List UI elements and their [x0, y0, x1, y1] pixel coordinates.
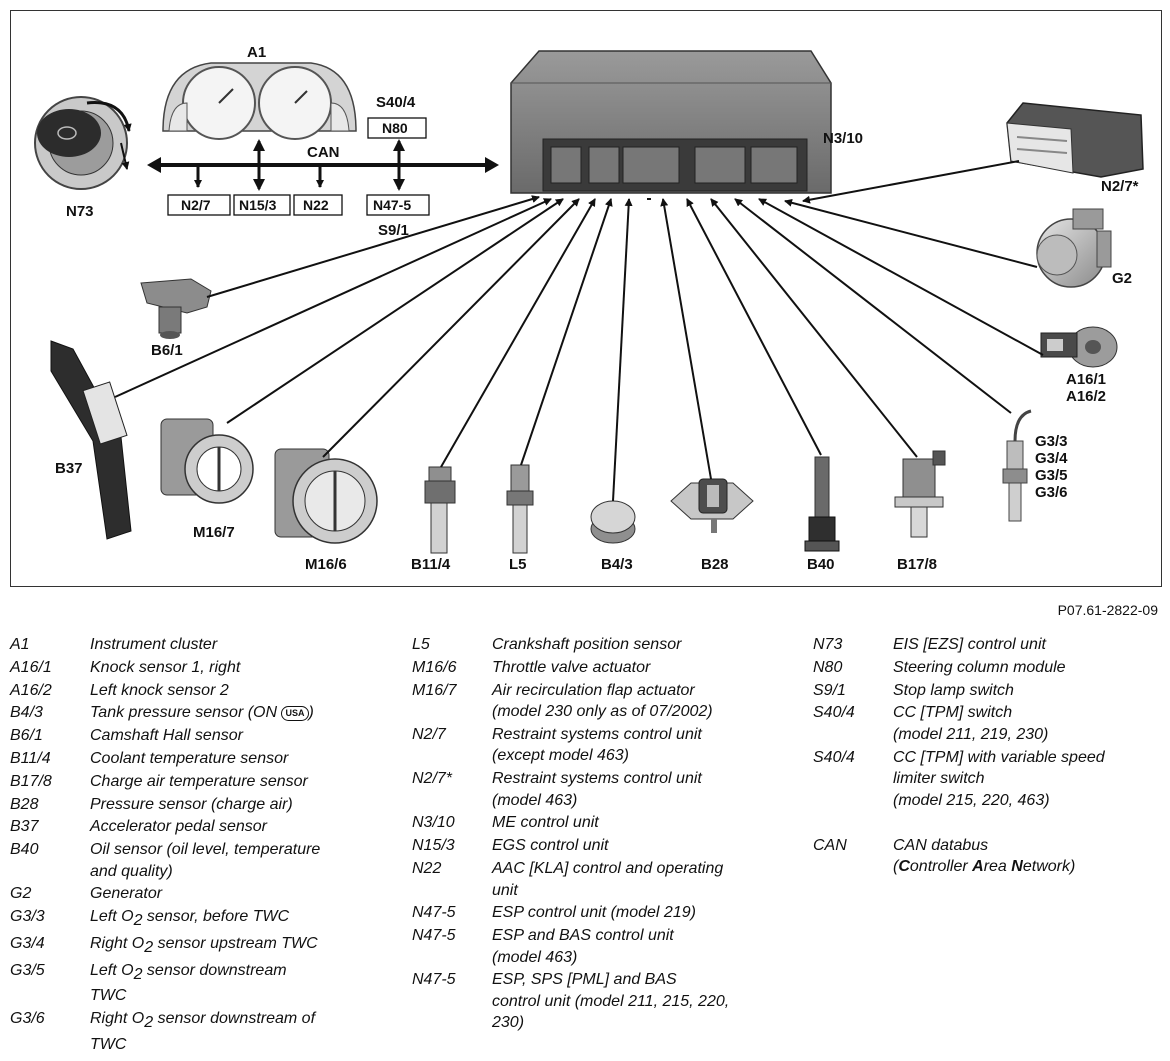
knock-sensor-a16: [1040, 326, 1118, 368]
instrument-cluster-a1: [162, 62, 357, 140]
label-b40: B40: [807, 556, 835, 573]
label-s9-1: S9/1: [378, 222, 409, 239]
signal-lines: [114, 160, 1044, 502]
label-a16-1: A16/1: [1066, 371, 1106, 388]
oil-sensor-b40: [804, 456, 840, 552]
can-bus: [147, 139, 499, 191]
label-m16-6: M16/6: [305, 556, 347, 573]
svg-text:N47-5: N47-5: [373, 197, 411, 213]
charge-air-temp-sensor-b17-8: [894, 450, 946, 538]
usa-badge-icon: USA: [281, 706, 309, 722]
diagram-frame: A1 N73 CAN N80 S40/4 N2/7 N: [10, 10, 1162, 587]
label-n2-7-star: N2/7*: [1101, 178, 1139, 195]
ignition-switch-n73: [34, 96, 132, 190]
charge-pressure-sensor-b28: [670, 478, 754, 533]
figure-reference: P07.61-2822-09: [1057, 602, 1158, 618]
label-b28: B28: [701, 556, 729, 573]
label-g2: G2: [1112, 270, 1132, 287]
label-l5: L5: [509, 556, 527, 573]
label-can: CAN: [307, 144, 340, 161]
accelerator-pedal-b37: [50, 340, 132, 540]
control-unit-n3-10: [510, 50, 832, 194]
throttle-actuator-m16-6: [274, 448, 378, 544]
camshaft-sensor-b6-1: [140, 278, 212, 339]
label-a16-2: A16/2: [1066, 388, 1106, 405]
label-n73: N73: [66, 203, 94, 220]
svg-text:N22: N22: [303, 197, 329, 213]
svg-text:N80: N80: [382, 120, 408, 136]
box-n22: N22: [293, 194, 343, 216]
label-g3-4: G3/4: [1035, 450, 1068, 467]
label-b11-4: B11/4: [411, 556, 451, 573]
coolant-sensor-b11-4: [424, 466, 456, 554]
label-n3-10: N3/10: [823, 130, 863, 147]
box-n2-7: N2/7: [167, 194, 231, 216]
restraint-unit-n2-7-star: [1006, 102, 1144, 178]
label-s40-4: S40/4: [376, 94, 416, 111]
label-a1: A1: [247, 44, 266, 61]
label-g3-3: G3/3: [1035, 433, 1068, 450]
box-n15-3: N15/3: [233, 194, 291, 216]
crankshaft-sensor-l5: [506, 464, 534, 554]
legend-spacer: [813, 812, 1163, 833]
label-g3-6: G3/6: [1035, 484, 1068, 501]
svg-text:N2/7: N2/7: [181, 197, 211, 213]
generator-g2: [1036, 208, 1112, 288]
legend-item: N2/7*Restraint systems control unit(mode…: [412, 770, 702, 809]
svg-text:N15/3: N15/3: [239, 197, 277, 213]
tank-pressure-sensor-b4-3: [590, 500, 636, 544]
label-b37: B37: [55, 460, 83, 477]
box-n80: N80: [367, 117, 427, 139]
label-b4-3: B4/3: [601, 556, 633, 573]
box-n47-5: N47-5: [366, 194, 430, 216]
label-g3-5: G3/5: [1035, 467, 1068, 484]
label-m16-7: M16/7: [193, 524, 235, 541]
recirculation-actuator-m16-7: [160, 418, 254, 504]
oxygen-sensor-g3: [1002, 409, 1032, 522]
label-b6-1: B6/1: [151, 342, 183, 359]
label-b17-8: B17/8: [897, 556, 937, 573]
wiring-diagram: A1 N73 CAN N80 S40/4 N2/7 N: [34, 44, 1144, 573]
